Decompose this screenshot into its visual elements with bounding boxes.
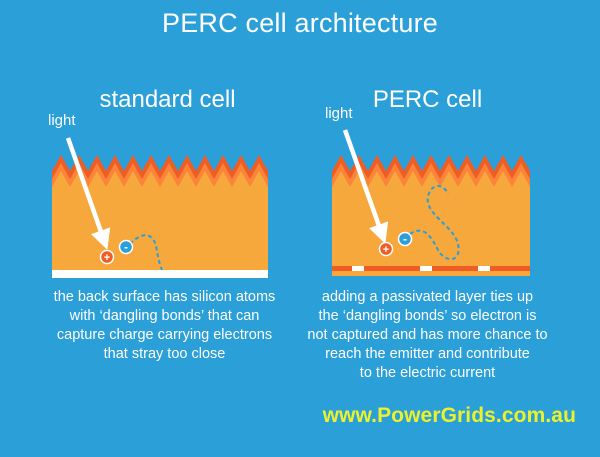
- perc-passivation-segment-4: [490, 266, 530, 271]
- perc-electron-path: [409, 185, 460, 260]
- standard-electron: -: [118, 239, 134, 255]
- website-link[interactable]: www.PowerGrids.com.au: [322, 404, 576, 427]
- perc-contact-gap-2: [420, 266, 432, 271]
- standard-back-surface: [52, 270, 268, 278]
- standard-electron-path: [129, 234, 163, 271]
- perc-cell-heading: PERC cell: [372, 86, 483, 113]
- perc-hole-symbol: +: [383, 244, 389, 256]
- perc-light-label: light: [325, 105, 353, 122]
- diagram-title: PERC cell architecture: [162, 8, 438, 38]
- standard-cell: [52, 137, 268, 278]
- standard-light-label: light: [48, 112, 76, 129]
- standard-cell-caption: the back surface has silicon atoms with …: [53, 289, 276, 362]
- standard-light-arrow: [65, 137, 111, 250]
- perc-light-arrow: [342, 129, 389, 244]
- perc-electron-symbol: -: [403, 232, 407, 246]
- standard-cell-heading: standard cell: [99, 86, 236, 113]
- perc-cell-body: [332, 171, 530, 265]
- perc-contact-gap-1: [352, 266, 364, 271]
- standard-hole: +: [99, 249, 115, 265]
- perc-electron: -: [397, 231, 413, 247]
- perc-cell-caption: adding a passivated layer ties up the ‘d…: [307, 289, 548, 381]
- perc-hole: +: [378, 241, 394, 257]
- standard-electron-symbol: -: [124, 240, 128, 254]
- perc-passivation-segment-2: [364, 266, 420, 271]
- perc-cell: [332, 129, 530, 276]
- perc-passivation-segment-1: [332, 266, 352, 271]
- standard-hole-symbol: +: [104, 252, 110, 264]
- perc-passivation-segment-3: [432, 266, 478, 271]
- perc-contact-gap-3: [478, 266, 490, 271]
